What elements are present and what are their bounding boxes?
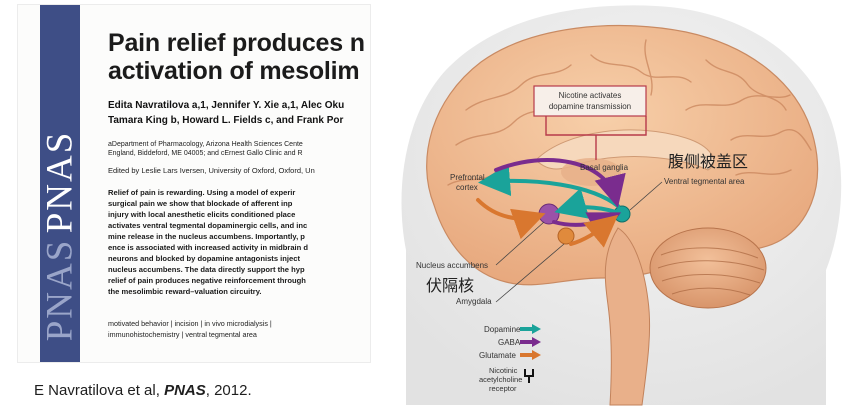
brainstem (604, 227, 651, 406)
callout-text-line2: dopamine transmission (549, 102, 631, 111)
glutamate-path-pfc (476, 198, 546, 240)
label-amygdala: Amygdala (456, 297, 492, 306)
label-vta: Ventral tegmental area (664, 177, 745, 186)
nicotinic-receptor-icon (524, 369, 534, 383)
pnas-logo-faded: PNAS (39, 238, 81, 342)
abstract-line: Relief of pain is rewarding. Using a mod… (108, 188, 296, 197)
legend-label-gaba: GABA (498, 338, 521, 347)
abstract-line: surgical pain we show that blockade of a… (108, 199, 293, 208)
paper-keywords: motivated behavior | incision | in vivo … (108, 319, 272, 328)
abstract-line: ence is associated with increased activi… (108, 243, 309, 252)
brain-reward-circuit-figure: Nicotine activates dopamine transmission… (386, 0, 850, 420)
nac-leader-line (495, 221, 545, 266)
label-nucleus-accumbens: Nucleus accumbens (416, 261, 488, 270)
nicotine-callout: Nicotine activates dopamine transmission (533, 85, 647, 160)
legend-label-nicotinic-2: acetylcholine (479, 375, 522, 384)
cerebellum (649, 227, 767, 309)
paper-authors: Tamara King b, Howard L. Fields c, and F… (108, 115, 344, 126)
legend-label-glutamate: Glutamate (479, 351, 516, 360)
paper-authors: Edita Navratilova a,1, Jennifer Y. Xie a… (108, 100, 345, 111)
abstract-line: nucleus accumbens. The data directly sup… (108, 265, 305, 274)
label-nucleus-accumbens-cn: 伏隔核 (426, 276, 474, 295)
paper-affiliation: aDepartment of Pharmacology, Arizona Hea… (108, 141, 303, 148)
dopamine-path-nac (554, 188, 618, 219)
legend-label-nicotinic-1: Nicotinic (489, 366, 518, 375)
gaba-path-top (494, 158, 626, 208)
label-basal-ganglia: Basal ganglia (580, 163, 629, 172)
citation-authors: E Navratilova et al, (34, 382, 165, 399)
paper-title-line: Pain relief produces n (108, 29, 365, 57)
glutamate-path-amygdala (569, 214, 619, 248)
legend: Dopamine GABA Glutamate Nicotinic acetyl… (479, 324, 541, 393)
label-vta-cn: 腹侧被盖区 (668, 152, 748, 171)
citation: E Navratilova et al, PNAS, 2012. (34, 382, 252, 399)
gyri-folds (447, 39, 812, 186)
vta-node (613, 205, 631, 223)
cerebellum-folds (657, 247, 765, 296)
label-prefrontal-cortex: Prefrontal (450, 173, 485, 182)
label-prefrontal-cortex-2: cortex (456, 183, 478, 192)
pnas-logo: PNAS (39, 130, 81, 234)
paper-affiliation: England, Biddeford, ME 04005; and cErnes… (108, 150, 303, 157)
abstract-line: neurons and blocked by dopamine antagoni… (108, 254, 300, 263)
abstract-line: relief of pain produces negative reinfor… (108, 276, 306, 285)
amygdala-node (557, 227, 575, 245)
abstract-line: the mesolimbic reward–valuation circuitr… (108, 287, 262, 296)
vta-leader-line (629, 181, 663, 211)
paper-edited-by: Edited by Leslie Lars Iversen, Universit… (108, 166, 315, 175)
abstract-line: mine release in the nucleus accumbens. I… (108, 232, 305, 241)
citation-journal: PNAS (164, 382, 206, 399)
paper-title-line: activation of mesolim (108, 57, 360, 85)
paper-text-block: Pain relief produces n activation of mes… (108, 0, 370, 362)
callout-text-line1: Nicotine activates (559, 91, 622, 100)
legend-label-dopamine: Dopamine (484, 325, 521, 334)
citation-year: , 2012. (205, 382, 252, 399)
pathways (476, 158, 626, 248)
abstract-line: injury with local anesthetic elicits con… (108, 210, 296, 219)
abstract-line: activates ventral tegmental dopaminergic… (108, 221, 308, 230)
paper-keywords: immunohistochemistry | ventral tegmental… (108, 330, 257, 339)
legend-label-nicotinic-3: receptor (489, 384, 517, 393)
amygdala-leader-line (495, 243, 565, 303)
pnas-journal-band (40, 5, 80, 362)
